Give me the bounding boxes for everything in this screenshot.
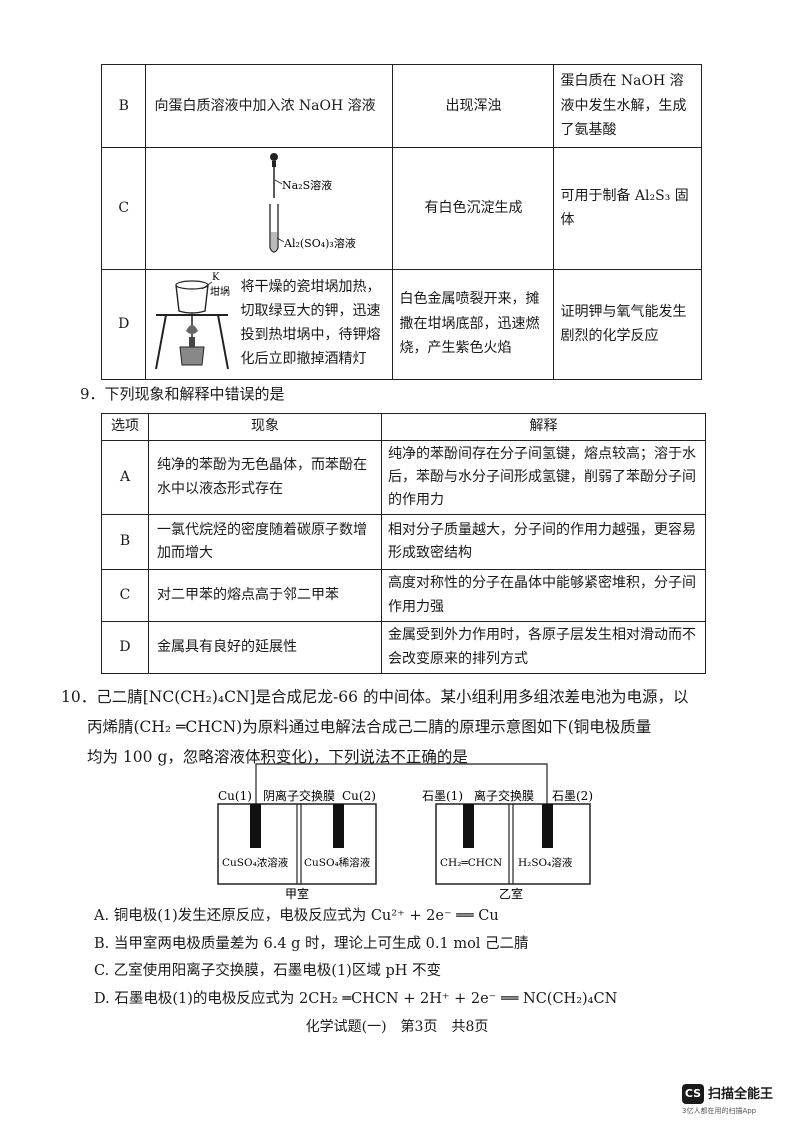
question-10-line: 10．己二腈[NC(CH₂)₄CN]是合成尼龙-66 的中间体。某小组利用多组浓… [61,688,689,706]
membrane2-label: 离子交换膜 [474,788,534,803]
phenomenon-cell: 一氯代烷烃的密度随着碳原子数增加而增大 [148,514,382,570]
dropper-label: Na₂S溶液 [282,178,332,192]
room-yi-label: 乙室 [499,886,523,900]
table-row: D 金属具有良好的延展性 金属受到外力作用时，各原子层发生相对滑动而不会改变原来… [101,621,706,674]
scanner-logo: CS 扫描全能王 3亿人都在用的扫描App [676,1078,788,1116]
header-option: 选项 [101,413,149,441]
cu1-electrode [250,804,261,848]
option-label: D [101,621,149,674]
logo-tagline: 3亿人都在用的扫描App [682,1107,757,1115]
dropper-test-tube-figure: Na₂S溶液 Al₂(SO₄)₃溶液 [269,153,356,253]
operation-cell: 向蛋白质溶液中加入浓 NaOH 溶液 [145,64,394,148]
question-10-options: A. 铜电极(1)发生还原反应，电极反应式为 Cu²⁺ + 2e⁻ ══ Cu … [94,903,617,1013]
option-d: D. 石墨电极(1)的电极反应式为 2CH₂ ═CHCN + 2H⁺ + 2e⁻… [94,990,618,1007]
crucible-label: 坩埚 [210,285,230,298]
question-9-table: 选项 现象 解释 A 纯净的苯酚为无色晶体，而苯酚在水中以液态形式存在 纯净的苯… [101,413,706,674]
crucible-heating-figure: K 坩埚 [155,272,230,370]
conclusion-cell: 蛋白质在 NaOH 溶液中发生水解，生成了氨基酸 [553,64,702,148]
operation-text: 将干燥的瓷坩埚加热，切取绿豆大的钾，迅速投到热坩埚中，待钾熔化后立即撤掉酒精灯 [240,279,381,367]
result-cell: 出现浑浊 [392,64,555,148]
table-row: D K 坩埚 将干燥的瓷坩埚加热，切取绿豆大的钾，迅速投到热坩埚 [100,268,702,380]
table-row: B 一氯代烷烃的密度随着碳原子数增加而增大 相对分子质量越大，分子间的作用力越强… [101,514,706,570]
cs-logo-icon: CS [682,1084,704,1104]
conclusion-cell: 证明钾与氧气能发生剧烈的化学反应 [553,268,702,380]
graphite1-electrode [463,804,474,848]
question-10-stem: 10．己二腈[NC(CH₂)₄CN]是合成尼龙-66 的中间体。某小组利用多组浓… [61,682,721,772]
explanation-cell: 纯净的苯酚间存在分子间氢键，熔点较高；溶于水后，苯酚与水分子间形成氢键，削弱了苯… [381,440,706,515]
question-10-line: 均为 100 g，忽略溶液体积变化)，下列说法不正确的是 [87,748,468,766]
solution2-label: CuSO₄稀溶液 [304,856,371,869]
table-header-row: 选项 现象 解释 [101,413,706,441]
table-row: C Na₂S溶液 Al₂(SO₄)₃溶液 有白色沉淀生成 可用于制备 Al₂S₃… [100,147,702,270]
room-jia-label: 甲室 [285,886,309,900]
cu2-electrode [333,804,344,848]
electrolysis-diagram: Cu(1) 阴离子交换膜 Cu(2) CuSO₄浓溶液 CuSO₄稀溶液 甲室 … [217,763,593,900]
phenomenon-cell: 对二甲苯的熔点高于邻二甲苯 [148,569,382,622]
graphite2-label: 石墨(2) [552,789,593,803]
result-cell: 白色金属喷裂开来，摊撒在坩埚底部，迅速燃烧，产生紫色火焰 [392,268,555,380]
header-explanation: 解释 [381,413,706,441]
explanation-cell: 相对分子质量越大，分子间的作用力越强，更容易形成致密结构 [381,514,706,570]
phenomenon-cell: 纯净的苯酚为无色晶体，而苯酚在水中以液态形式存在 [148,440,382,515]
phenomenon-cell: 金属具有良好的延展性 [148,621,382,674]
header-phenomenon: 现象 [148,413,382,441]
option-b: B. 当甲室两电极质量差为 6.4 g 时，理论上可生成 0.1 mol 己二腈 [94,935,529,952]
membrane1-label: 阴离子交换膜 [263,788,335,803]
cu1-label: Cu(1) [218,789,252,803]
solution3-label: CH₂═CHCN [440,857,502,869]
conclusion-cell: 可用于制备 Al₂S₃ 固体 [553,147,702,270]
table-row: B 向蛋白质溶液中加入浓 NaOH 溶液 出现浑浊 蛋白质在 NaOH 溶液中发… [100,64,702,148]
question-10-line: 丙烯腈(CH₂ ═CHCN)为原料通过电解法合成己二腈的原理示意图如下(铜电极质… [87,718,652,736]
option-label: C [101,569,149,622]
option-c: C. 乙室使用阳离子交换膜，石墨电极(1)区域 pH 不变 [94,963,441,979]
option-label: C [100,147,147,270]
solution4-label: H₂SO₄溶液 [518,856,573,869]
experiment-table: B 向蛋白质溶液中加入浓 NaOH 溶液 出现浑浊 蛋白质在 NaOH 溶液中发… [100,64,702,380]
explanation-cell: 金属受到外力作用时，各原子层发生相对滑动而不会改变原来的排列方式 [381,621,706,674]
option-label: D [100,268,147,380]
explanation-cell: 高度对称性的分子在晶体中能够紧密堆积，分子间作用力强 [381,569,706,622]
option-label: B [100,64,147,148]
option-label: A [101,440,149,515]
operation-cell: K 坩埚 将干燥的瓷坩埚加热，切取绿豆大的钾，迅速投到热坩埚中，待钾熔化后立即撤… [145,268,394,380]
solution1-label: CuSO₄浓溶液 [222,856,289,869]
logo-brand: 扫描全能王 [708,1087,774,1102]
result-cell: 有白色沉淀生成 [392,147,555,270]
option-label: B [101,514,149,570]
graphite1-label: 石墨(1) [422,789,463,803]
table-row: A 纯净的苯酚为无色晶体，而苯酚在水中以液态形式存在 纯净的苯酚间存在分子间氢键… [101,440,706,515]
page-footer: 化学试题(一) 第3页 共8页 [305,1019,489,1035]
operation-cell: Na₂S溶液 Al₂(SO₄)₃溶液 [145,147,394,270]
option-a: A. 铜电极(1)发生还原反应，电极反应式为 Cu²⁺ + 2e⁻ ══ Cu [94,908,499,924]
table-row: C 对二甲苯的熔点高于邻二甲苯 高度对称性的分子在晶体中能够紧密堆积，分子间作用… [101,569,706,622]
question-9-stem: 9．下列现象和解释中错误的是 [80,385,285,403]
graphite2-electrode [542,804,553,848]
tube-label: Al₂(SO₄)₃溶液 [283,236,356,250]
cu2-label: Cu(2) [342,789,376,803]
potassium-label: K [212,272,220,283]
